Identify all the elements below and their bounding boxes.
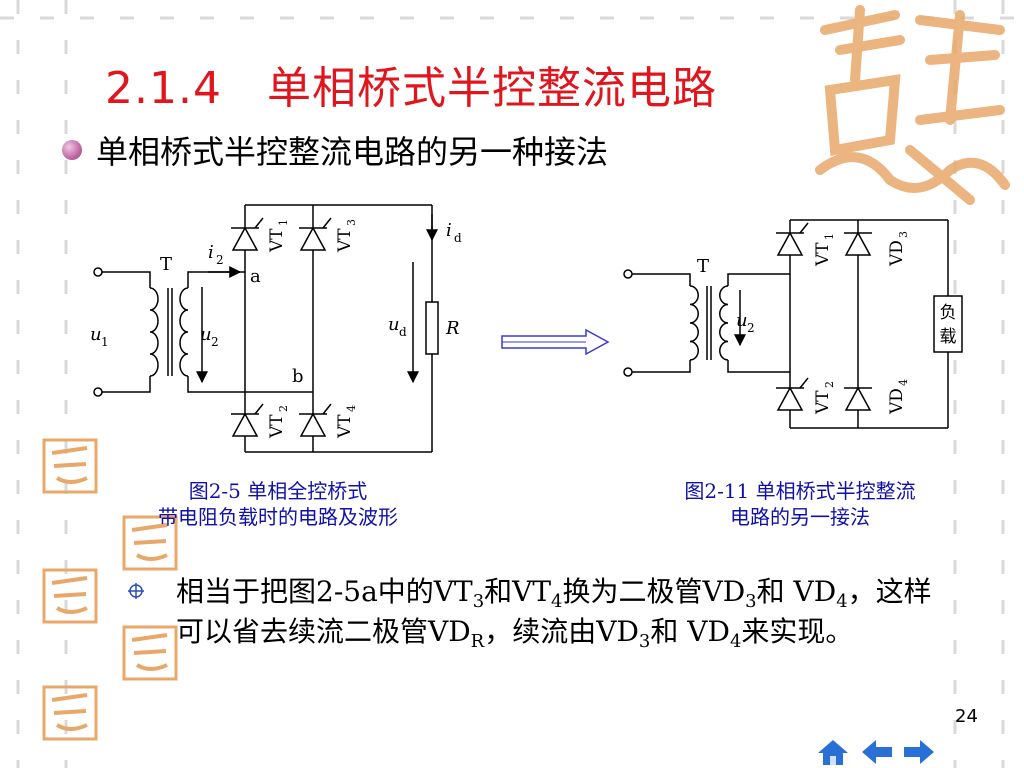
transform-arrow-icon: [501, 328, 610, 356]
caption-right-line2: 电路的另一接法: [730, 505, 870, 529]
seal-watermark-small: [42, 685, 98, 741]
label-id: i: [446, 220, 452, 241]
arrow-left-icon[interactable]: [860, 738, 894, 766]
label-VT2-sub-right: 2: [823, 381, 836, 388]
main-bullet-text: 单相桥式半控整流电路的另一种接法: [96, 133, 609, 171]
label-VD3-sub: 3: [897, 231, 910, 238]
label-VT4: VT: [335, 414, 355, 439]
seal-watermark-small: [42, 568, 98, 624]
caption-right-line1: 图2-11 单相桥式半控整流: [684, 479, 916, 503]
label-u2-sub-right: 2: [747, 321, 755, 335]
figure-caption-left: 图2-5 单相全控桥式 带电阻负载时的电路及波形: [118, 478, 438, 530]
label-VT1-sub: 1: [277, 219, 290, 226]
main-bullet: 单相桥式半控整流电路的另一种接法: [62, 130, 609, 171]
label-u1-sub: 1: [101, 335, 109, 349]
label-T: T: [160, 254, 172, 275]
label-VT1-sub-right: 1: [823, 233, 836, 240]
label-u2-sub: 2: [211, 335, 219, 349]
label-b: b: [292, 366, 304, 387]
label-i2: i: [208, 242, 214, 263]
explanation-paragraph: 相当于把图2-5a中的VT3和VT4换为二极管VD3和 VD4，这样可以省去续流…: [176, 575, 932, 652]
bullet-dot-icon: [62, 140, 82, 160]
arrow-right-icon[interactable]: [902, 738, 936, 766]
label-VT3-sub: 3: [345, 219, 358, 226]
label-id-sub: d: [454, 231, 462, 245]
label-VT3: VT: [335, 228, 355, 253]
label-VD4-sub: 4: [897, 379, 910, 386]
label-VT1-right: VT: [813, 242, 833, 267]
label-VT4-sub: 4: [345, 405, 358, 412]
label-u1: u: [90, 324, 102, 345]
load-label-line1: 负: [940, 303, 957, 323]
label-VT1: VT: [267, 228, 287, 253]
label-ud: u: [388, 314, 400, 335]
page-number: 24: [955, 706, 978, 727]
label-u2: u: [200, 324, 212, 345]
seal-watermark-small: [122, 515, 178, 571]
figure-caption-right: 图2-11 单相桥式半控整流 电路的另一接法: [640, 478, 960, 530]
label-VT2-sub: 2: [277, 405, 290, 412]
label-VT2: VT: [267, 414, 287, 439]
label-ud-sub: d: [399, 325, 407, 339]
label-a: a: [250, 266, 261, 287]
label-T-right: T: [697, 256, 709, 277]
label-VT2-right: VT: [813, 390, 833, 415]
crosshair-bullet-icon: [128, 583, 144, 599]
load-label-line2: 载: [940, 327, 957, 347]
seal-watermark-small: [42, 438, 98, 494]
label-VD4: VD: [887, 388, 907, 415]
circuit-diagram-left: T i 2 a b u 1 u 2 i d u d R VT 1 VT 3 VT…: [90, 204, 462, 453]
label-VD3: VD: [887, 240, 907, 267]
caption-left-line1: 图2-5 单相全控桥式: [188, 479, 368, 503]
slide-title: 2.1.4 单相桥式半控整流电路: [105, 63, 717, 114]
label-i2-sub: 2: [216, 253, 224, 267]
home-icon[interactable]: [816, 738, 850, 766]
circuit-diagram-right: T u 2 负 载 VT 1 VD 3 VT 2 VD 4: [623, 219, 963, 429]
seal-watermark-small: [122, 625, 178, 681]
caption-left-line2: 带电阻负载时的电路及波形: [158, 505, 398, 529]
label-u2-right: u: [736, 310, 748, 331]
label-R: R: [445, 318, 460, 339]
seal-watermark-large: [815, 5, 1010, 205]
